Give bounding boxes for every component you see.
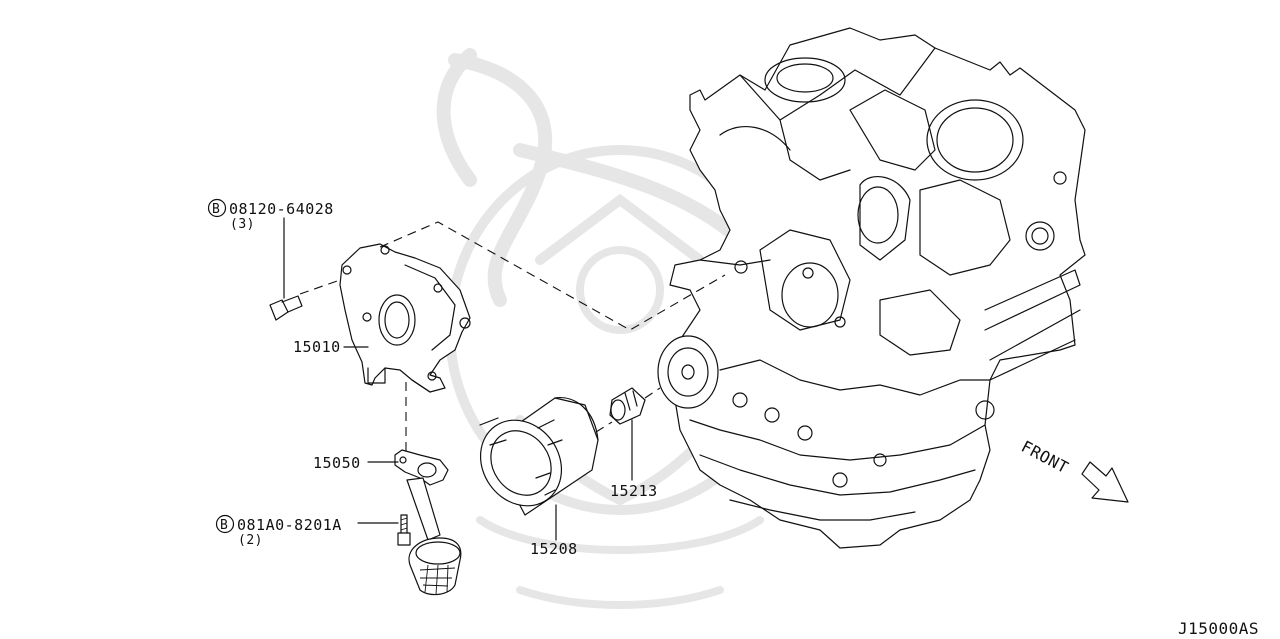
oil-pump-illustration xyxy=(339,243,471,393)
oil-pump-part-number: 15010 xyxy=(293,338,341,356)
bolt-b-badge-icon-lower xyxy=(215,514,235,534)
part-labels: B 08120-64028 (3) 15010 15050 B 081A0-82… xyxy=(207,198,1259,638)
bolt-b-prefix: B xyxy=(212,202,220,217)
lower-bolt-prefix: B xyxy=(220,518,228,533)
gasket-illustration xyxy=(394,449,449,486)
bolt-b-badge-icon xyxy=(207,198,227,218)
lower-bolt-part-number: 081A0-8201A xyxy=(237,516,342,534)
gasket-part-number: 15050 xyxy=(313,454,361,472)
connector-part-number: 15213 xyxy=(610,482,658,500)
upper-bolt-part-number: 08120-64028 xyxy=(229,200,334,218)
assembly-reference-lines xyxy=(299,221,726,452)
front-label: FRONT xyxy=(1018,437,1072,478)
lower-bolt-illustration xyxy=(397,514,411,546)
oil-filter-illustration xyxy=(479,397,599,516)
oil-strainer-illustration xyxy=(406,477,462,596)
front-direction-indicator: FRONT xyxy=(1018,437,1129,503)
upper-bolt-quantity: (3) xyxy=(230,217,255,232)
figure-code: J15000AS xyxy=(1178,619,1259,638)
upper-bolt-illustration xyxy=(269,295,303,321)
oil-filter-part-number: 15208 xyxy=(530,540,578,558)
connector-illustration xyxy=(609,387,646,425)
front-arrow-icon xyxy=(1081,461,1129,503)
engine-block-illustration xyxy=(657,27,1086,549)
leader-lines xyxy=(283,217,633,541)
lower-bolt-quantity: (2) xyxy=(238,533,263,548)
